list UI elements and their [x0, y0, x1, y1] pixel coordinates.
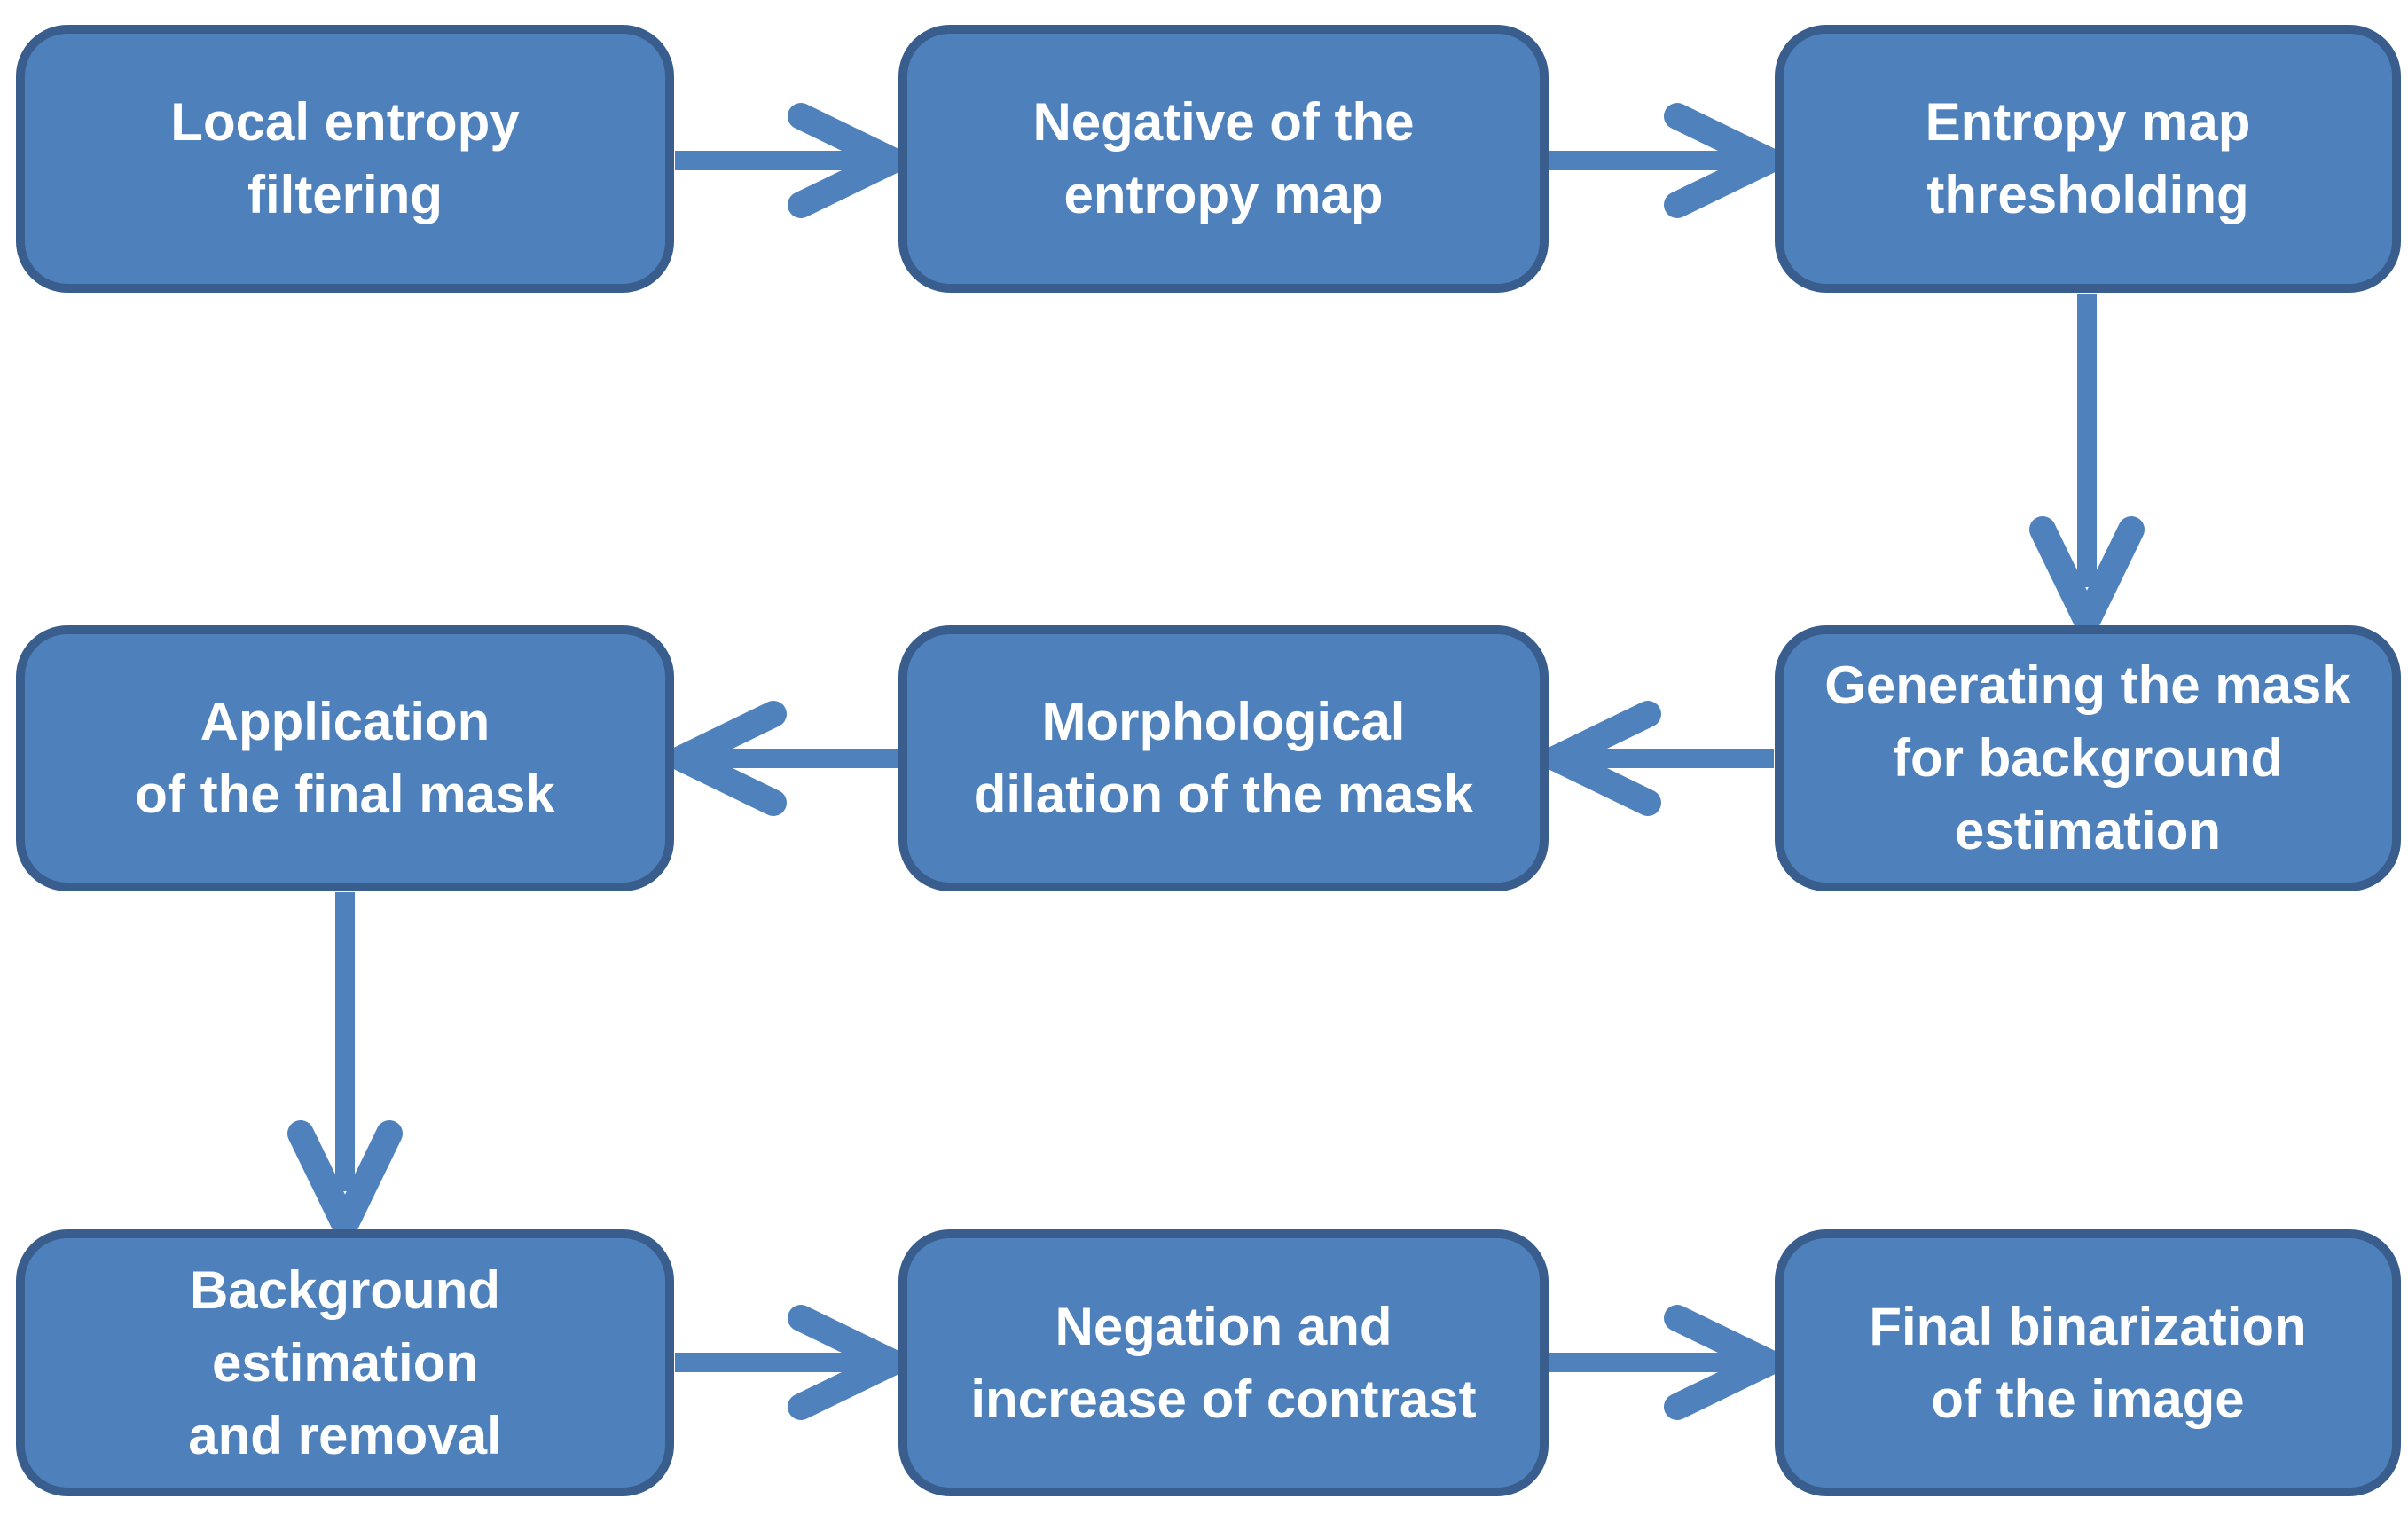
node-final-binarization: Final binarization of the image — [1775, 1229, 2401, 1496]
arrow-head — [1526, 701, 1661, 816]
node-label: Generating the mask for background estim… — [1824, 655, 2351, 860]
node-generating-mask-background: Generating the mask for background estim… — [1775, 625, 2401, 891]
node-label: Negative of the entropy map — [1032, 92, 1415, 224]
arrow-local-entropy-to-negative-map — [675, 103, 923, 218]
node-label: Local entropy filtering — [170, 92, 520, 224]
node-label: Application of the final mask — [135, 692, 555, 824]
arrow-generating-mask-to-dilation — [1526, 701, 1774, 816]
node-label: Morphological dilation of the mask — [973, 692, 1474, 824]
node-label: Negation and increase of contrast — [970, 1296, 1477, 1429]
arrow-head — [788, 103, 923, 218]
node-background-estimation-removal: Background estimation and removal — [16, 1229, 674, 1496]
arrow-thresholding-to-generating-mask — [2029, 294, 2145, 652]
node-label: Final binarization of the image — [1869, 1296, 2307, 1429]
arrow-head — [651, 701, 787, 816]
arrow-head — [788, 1305, 923, 1420]
arrow-head — [2029, 516, 2145, 652]
node-morphological-dilation: Morphological dilation of the mask — [898, 625, 1549, 891]
arrow-application-to-background-estimation — [287, 892, 403, 1256]
node-entropy-map-thresholding: Entropy map thresholding — [1775, 25, 2401, 293]
node-application-of-final-mask: Application of the final mask — [16, 625, 674, 891]
node-negative-of-entropy-map: Negative of the entropy map — [898, 25, 1549, 293]
node-negation-increase-contrast: Negation and increase of contrast — [898, 1229, 1549, 1496]
arrow-negative-map-to-thresholding — [1549, 103, 1800, 218]
arrow-head — [287, 1120, 403, 1256]
arrow-background-estimation-to-negation — [675, 1305, 923, 1420]
arrow-negation-to-final-binarization — [1549, 1305, 1800, 1420]
node-label: Entropy map thresholding — [1925, 92, 2251, 224]
arrow-dilation-to-application — [651, 701, 898, 816]
node-label: Background estimation and removal — [188, 1260, 502, 1465]
arrow-head — [1664, 103, 1800, 218]
arrow-head — [1664, 1305, 1800, 1420]
node-local-entropy-filtering: Local entropy filtering — [16, 25, 674, 293]
